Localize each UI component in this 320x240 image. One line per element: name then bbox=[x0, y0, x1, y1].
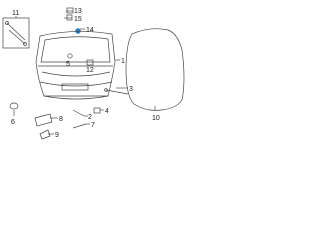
callout-8: 8 bbox=[59, 116, 63, 123]
part-3-strut bbox=[104, 88, 129, 95]
part-6-grommet bbox=[9, 102, 19, 110]
callout-11: 11 bbox=[12, 10, 19, 17]
callout-12: 12 bbox=[86, 67, 94, 74]
part-5-bumper bbox=[67, 53, 73, 59]
callout-6: 6 bbox=[11, 119, 15, 126]
parts-diagram: 11 13 15 14 5 12 1 3 10 4 2 6 8 9 7 bbox=[0, 0, 200, 147]
callout-10: 10 bbox=[152, 115, 160, 122]
part-1-liftgate bbox=[35, 31, 116, 100]
callout-5: 5 bbox=[66, 61, 70, 68]
diagram-svg: 11 13 15 14 5 12 1 3 10 4 2 6 8 9 7 bbox=[2, 7, 185, 140]
part-12-latch bbox=[86, 59, 94, 66]
part-14-bolt bbox=[75, 28, 81, 34]
callout-4: 4 bbox=[105, 108, 109, 115]
leader-lines bbox=[13, 10, 156, 135]
callout-13: 13 bbox=[74, 8, 82, 15]
part-13-bracket bbox=[66, 7, 74, 14]
part-10-weatherstrip bbox=[125, 28, 185, 111]
callout-2: 2 bbox=[88, 114, 92, 121]
part-15-clip bbox=[66, 14, 73, 21]
part-7-rod bbox=[72, 123, 87, 129]
part-8-hinge bbox=[34, 113, 53, 127]
callout-3: 3 bbox=[129, 86, 133, 93]
callout-1: 1 bbox=[121, 58, 125, 65]
part-2-rod bbox=[72, 109, 85, 117]
callout-7: 7 bbox=[91, 122, 95, 129]
callout-15: 15 bbox=[74, 16, 82, 23]
callout-14: 14 bbox=[86, 27, 94, 34]
part-4-bolt bbox=[93, 107, 101, 114]
callout-9: 9 bbox=[55, 132, 59, 139]
part-9-clip bbox=[39, 129, 51, 140]
part-11-strut-box bbox=[2, 17, 30, 49]
